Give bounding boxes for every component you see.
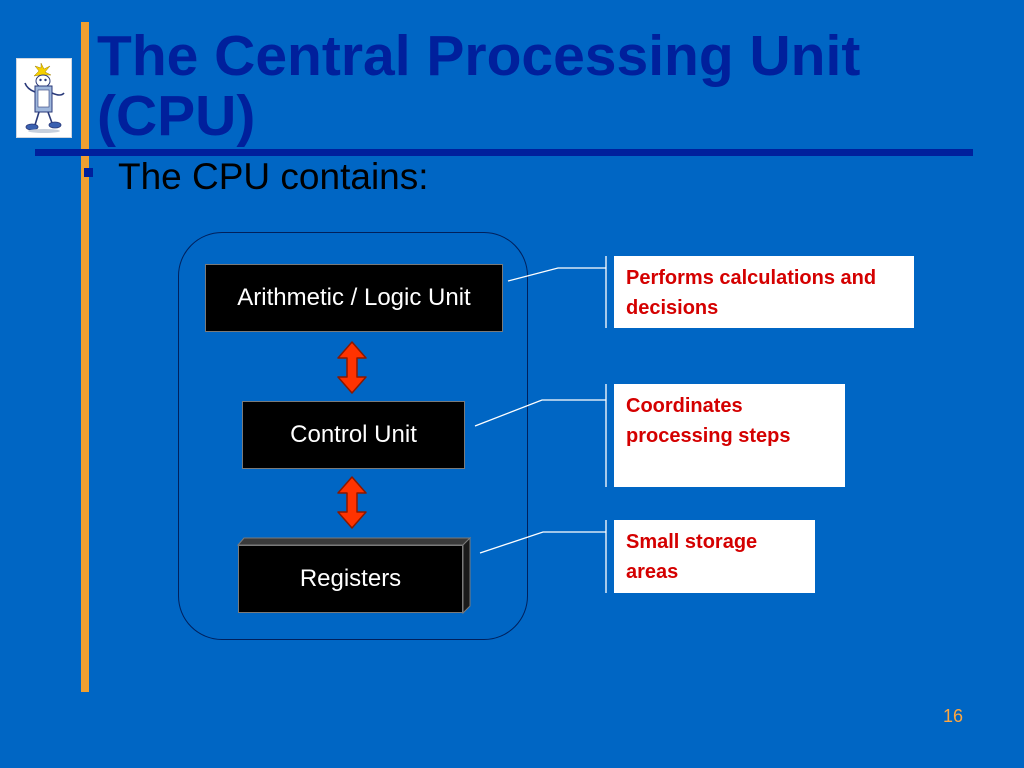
bullet-text: The CPU contains: xyxy=(118,156,429,197)
registers-label: Registers xyxy=(299,565,402,592)
computer-mascot-icon xyxy=(16,58,72,138)
page-number: 16 xyxy=(942,706,963,726)
double-arrow-icon-alu-cu xyxy=(337,341,367,394)
alu-block: Arithmetic / Logic Unit xyxy=(205,264,503,332)
slide-title: The Central Processing Unit (CPU) xyxy=(97,24,861,148)
callout-line-cu xyxy=(474,384,607,487)
control-unit-label: Control Unit xyxy=(290,421,417,448)
registers-block: Registers xyxy=(238,545,463,613)
registers-description: Small storage areas xyxy=(614,520,815,593)
accent-bar xyxy=(81,22,89,692)
alu-label: Arithmetic / Logic Unit xyxy=(237,284,471,311)
bullet-square-icon xyxy=(84,168,93,177)
control-unit-description: Coordinates processing steps xyxy=(614,384,845,487)
callout-line-reg xyxy=(479,520,607,593)
title-rule xyxy=(35,149,973,156)
cpu-outline xyxy=(178,232,528,640)
alu-description: Performs calculations and decisions xyxy=(614,256,914,328)
control-unit-block: Control Unit xyxy=(242,401,465,469)
registers-depth-side xyxy=(462,536,471,615)
callout-line-alu xyxy=(507,256,607,328)
registers-depth-top xyxy=(236,537,472,546)
double-arrow-icon-cu-reg xyxy=(337,476,367,529)
